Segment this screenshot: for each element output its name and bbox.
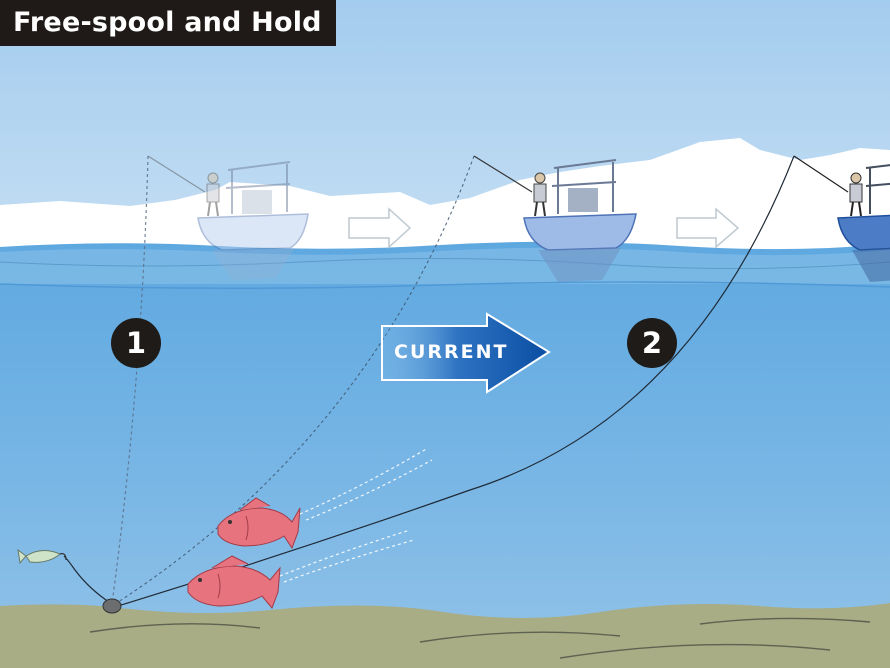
angler-icon xyxy=(793,155,863,217)
fishing-line-vertical xyxy=(111,155,149,605)
sinker-icon xyxy=(102,598,122,614)
seabed-contour xyxy=(89,617,871,659)
baitfish-icon xyxy=(17,548,67,565)
boat-icon xyxy=(837,164,890,282)
seabed xyxy=(0,603,890,668)
boat-icon xyxy=(197,161,309,280)
wave-line xyxy=(0,257,890,270)
arrow-right-icon xyxy=(676,207,740,249)
arrow-right-icon xyxy=(348,207,412,249)
motion-streak xyxy=(279,529,415,583)
angler-icon xyxy=(147,155,220,217)
fish-icon xyxy=(187,555,281,609)
wave-line xyxy=(0,281,890,290)
leader-line xyxy=(63,555,113,605)
fish-icon xyxy=(217,497,301,550)
step-marker-1: 1 xyxy=(111,318,161,368)
water xyxy=(0,241,890,668)
step-marker-2: 2 xyxy=(627,318,677,368)
current-label: CURRENT xyxy=(394,341,509,363)
boat-icon xyxy=(523,159,637,282)
diagram-title: Free-spool and Hold xyxy=(0,0,336,46)
motion-streak xyxy=(299,447,433,521)
angler-icon xyxy=(473,155,547,217)
current-arrow xyxy=(381,312,551,394)
water-surface-band xyxy=(0,247,890,284)
